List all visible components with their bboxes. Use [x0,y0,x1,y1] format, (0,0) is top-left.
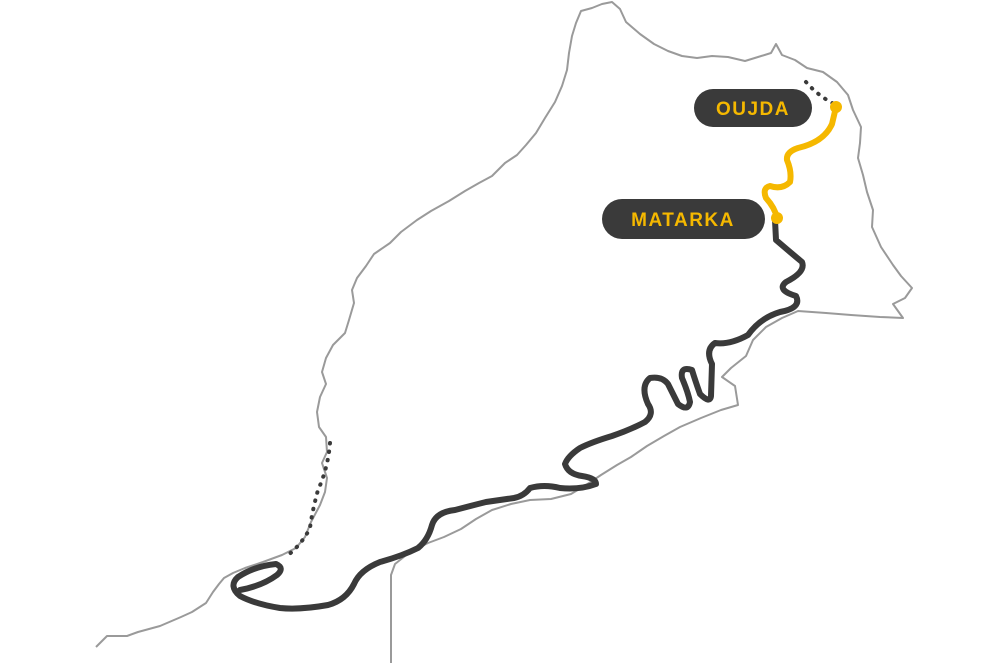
route-main [230,217,806,612]
oujda-marker [830,101,842,113]
dotted-route-south [285,441,332,558]
matarka-label-text: MATARKA [631,210,735,231]
oujda-label: OUJDA [694,89,812,127]
matarka-label-bg [602,199,765,239]
route-highlight [761,104,839,221]
matarka-marker [771,212,783,224]
oujda-label-bg [694,89,812,127]
matarka-label: MATARKA [602,199,765,239]
country-border [95,1,913,663]
oujda-label-text: OUJDA [716,99,790,120]
